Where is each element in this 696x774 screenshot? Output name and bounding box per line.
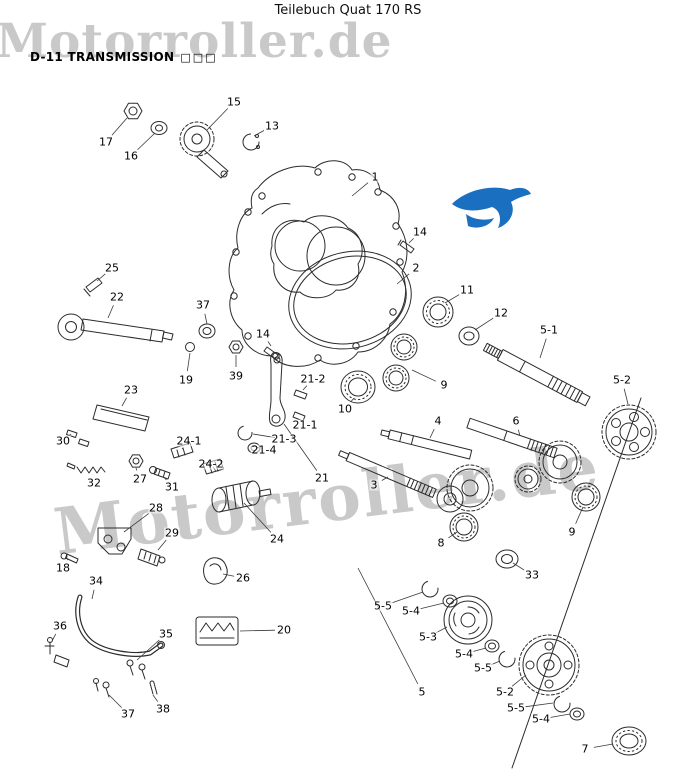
part-28-bracket — [97, 527, 132, 555]
section-title-text: D-11 TRANSMISSION — [30, 50, 175, 64]
part-5-1-input-shaft — [482, 342, 591, 407]
part-38-pin — [149, 680, 158, 695]
page-title: Teilebuch Quat 170 RS — [274, 3, 422, 18]
part-20-shift-cam — [195, 616, 239, 646]
part-9-bearing-upper-b — [382, 364, 410, 392]
part-19-oring — [185, 342, 195, 352]
part-22-kickstart-shaft — [57, 313, 174, 343]
part-17-nut — [123, 102, 143, 120]
part-37-pins-lower — [93, 678, 110, 698]
part-9-bearing-upper-a — [390, 333, 418, 361]
part-3-countershaft — [338, 450, 437, 498]
part-29-plunger — [137, 548, 166, 567]
part-2-gasket — [288, 250, 412, 350]
part-16-washer — [150, 121, 168, 135]
part-5-5-circlip-c — [553, 695, 571, 713]
part-5-5-circlip-a — [421, 580, 439, 598]
part-4-shaft — [380, 429, 473, 460]
part-14-screw-top — [397, 239, 415, 254]
part-25-bolt — [83, 277, 103, 297]
section-title: D-11 TRANSMISSION □□□ — [30, 50, 218, 64]
group-bracket-line — [511, 397, 642, 769]
part-21-2-pin — [293, 389, 308, 400]
part-5-2-gear-upper — [601, 404, 657, 460]
part-33-spacer — [495, 549, 519, 569]
part-21-3-circlip — [237, 425, 253, 441]
part-35-clips — [126, 659, 146, 680]
part-39-nut — [228, 340, 244, 354]
part-21-shift-arm — [268, 352, 286, 427]
part-5-gear-lower — [518, 634, 580, 696]
section-title-cjk-suffix: □□□ — [180, 51, 218, 64]
part-5-3-one-way-clutch — [443, 595, 493, 645]
part-10-bushing — [340, 370, 376, 404]
part-9-bearing-lower — [571, 482, 601, 512]
part-27-nut — [128, 454, 144, 468]
part-15-gear-shaft — [179, 121, 229, 179]
blue-swallow-logo-icon — [452, 187, 531, 228]
part-31-bolt — [149, 466, 171, 480]
part-5-4-washer-b — [484, 639, 500, 653]
part-34-shift-linkage — [53, 594, 165, 668]
part-6-idler-gears — [514, 440, 582, 493]
part-18-bolt — [60, 552, 79, 564]
part-32-spring — [66, 462, 106, 474]
part-12-spacer — [458, 326, 480, 346]
part-8-bearing — [449, 512, 479, 542]
part-23-stopper-plate — [92, 404, 150, 432]
part-11-bearing — [422, 296, 454, 328]
part-26-cover — [203, 557, 228, 585]
part-3-gear-cluster — [436, 464, 494, 513]
part-5-5-circlip-b — [498, 650, 516, 668]
part-30-bolts — [66, 429, 90, 447]
part-7-bearing — [611, 726, 647, 756]
